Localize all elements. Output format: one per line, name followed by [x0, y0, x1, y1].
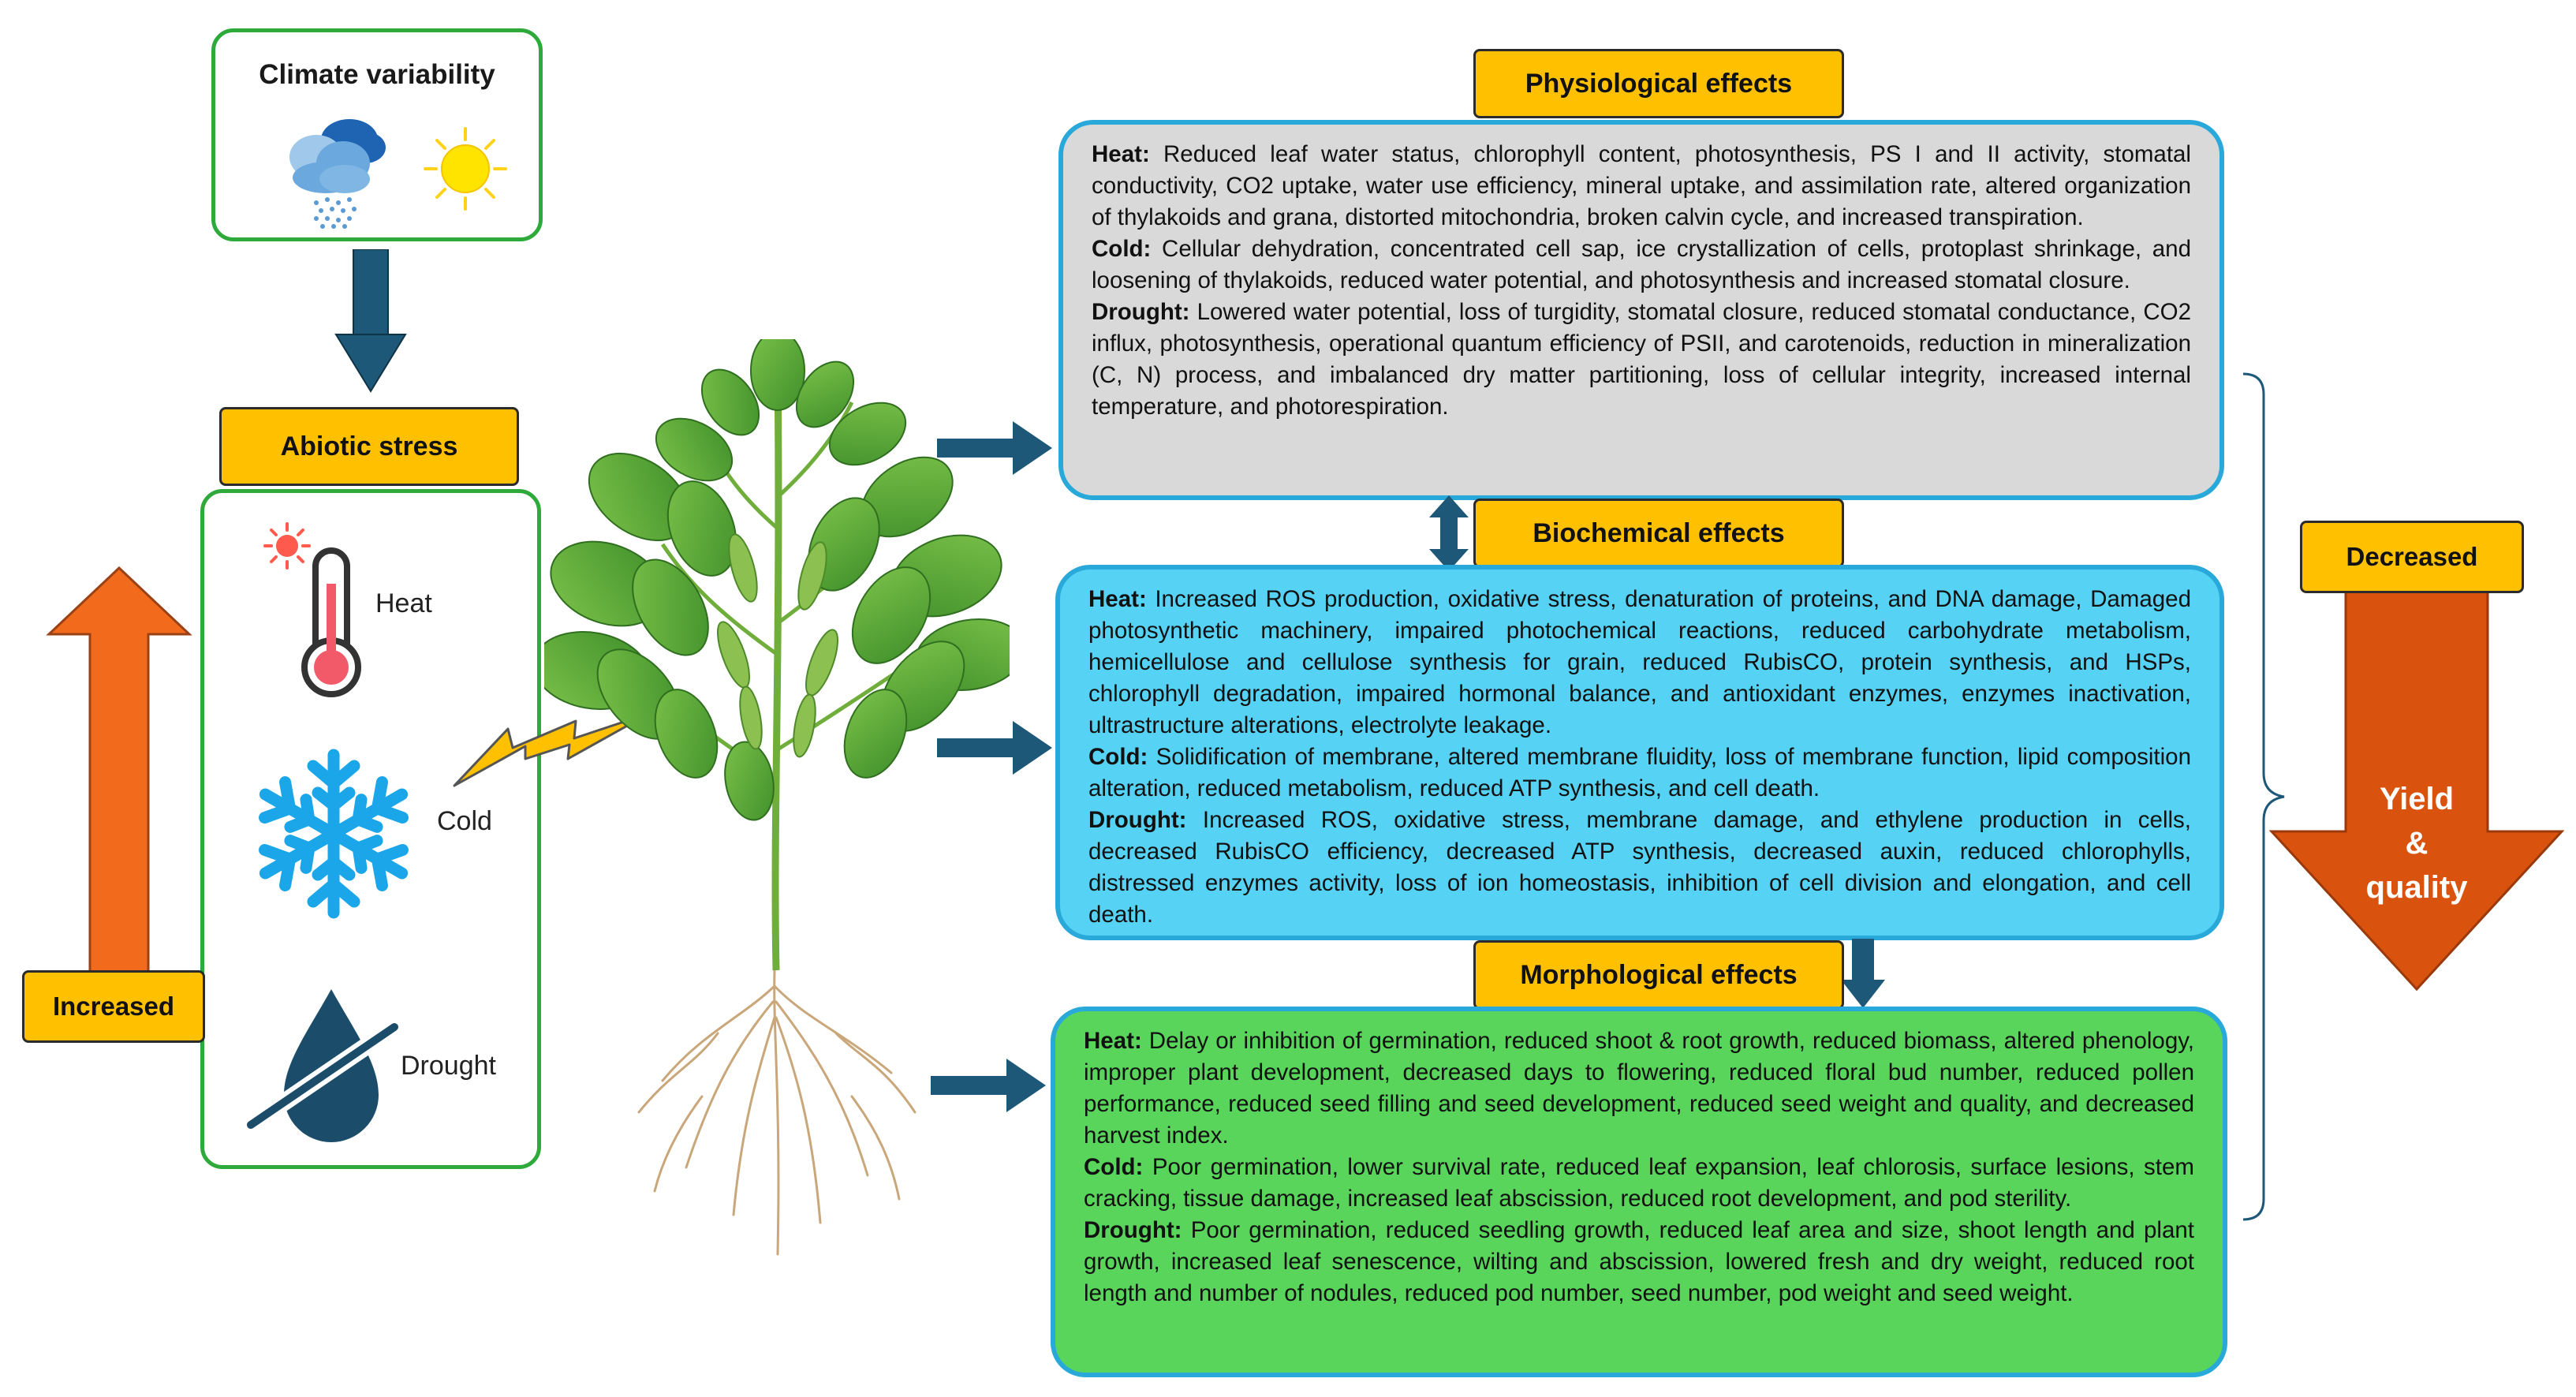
morphological-effects-label: Morphological effects: [1473, 940, 1844, 1010]
morph-heat-text: Delay or inhibition of germination, redu…: [1084, 1028, 2194, 1149]
climate-variability-title: Climate variability: [259, 59, 495, 90]
double-arrow-icon: [1429, 495, 1469, 571]
climate-to-abiotic-arrow: [334, 249, 407, 393]
biochem-drought-label: Drought:: [1088, 807, 1187, 833]
increased-label: Increased: [22, 970, 205, 1043]
morph-drought-label: Drought:: [1084, 1217, 1182, 1243]
yield-quality-label: Yield & quality: [2303, 777, 2530, 910]
snowflake-icon: [259, 749, 409, 919]
physio-cold-text: Cellular dehydration, concentrated cell …: [1092, 236, 2191, 293]
yield-text: Yield: [2379, 782, 2455, 816]
morph-drought-text: Poor germination, reduced seedling growt…: [1084, 1217, 2194, 1306]
biochem-cold-label: Cold:: [1088, 744, 1148, 770]
morphological-effects-panel: Heat: Delay or inhibition of germination…: [1051, 1007, 2227, 1377]
decreased-label: Decreased: [2300, 521, 2524, 593]
physiological-effects-panel: Heat: Reduced leaf water status, chlorop…: [1058, 120, 2224, 500]
biochem-heat-text: Increased ROS production, oxidative stre…: [1088, 586, 2191, 738]
right-bracket: [2242, 372, 2285, 1221]
biochem-drought-text: Increased ROS, oxidative stress, membran…: [1088, 807, 2191, 928]
physio-heat-text: Reduced leaf water status, chlorophyll c…: [1092, 141, 2191, 230]
physio-heat-label: Heat:: [1092, 141, 1150, 167]
thermometer-icon: [263, 522, 361, 697]
physio-cold-label: Cold:: [1092, 236, 1152, 262]
biochem-heat-label: Heat:: [1088, 586, 1147, 612]
arrow-to-physiological: [937, 421, 1052, 475]
biochemical-effects-label: Biochemical effects: [1473, 499, 1844, 568]
drought-stress-label: Drought: [401, 1051, 496, 1081]
sun-icon: [424, 127, 507, 211]
decreased-arrow: [2268, 585, 2565, 992]
physiological-effects-label: Physiological effects: [1473, 49, 1844, 118]
biochemical-effects-panel: Heat: Increased ROS production, oxidativ…: [1055, 565, 2224, 940]
increased-arrow: [46, 566, 192, 989]
morph-cold-label: Cold:: [1084, 1154, 1144, 1180]
down-arrow-icon: [1841, 939, 1885, 1008]
heat-stress-label: Heat: [375, 588, 432, 618]
no-water-drop-icon: [245, 989, 402, 1142]
plant-illustration: [544, 339, 1010, 1256]
physio-drought-label: Drought:: [1092, 299, 1190, 325]
morph-cold-text: Poor germination, lower survival rate, r…: [1084, 1154, 2194, 1212]
arrow-to-morphological: [931, 1059, 1046, 1112]
quality-text: quality: [2365, 870, 2468, 905]
cold-stress-label: Cold: [437, 806, 492, 836]
ampersand-text: &: [2405, 826, 2429, 861]
cloud-rain-icon: [289, 119, 386, 229]
climate-variability-box: Climate variability: [211, 28, 543, 241]
physio-drought-text: Lowered water potential, loss of turgidi…: [1092, 299, 2191, 420]
morph-heat-label: Heat:: [1084, 1028, 1142, 1054]
abiotic-stress-label: Abiotic stress: [219, 407, 519, 486]
biochem-cold-text: Solidification of membrane, altered memb…: [1088, 744, 2191, 801]
arrow-to-biochemical: [937, 721, 1052, 775]
